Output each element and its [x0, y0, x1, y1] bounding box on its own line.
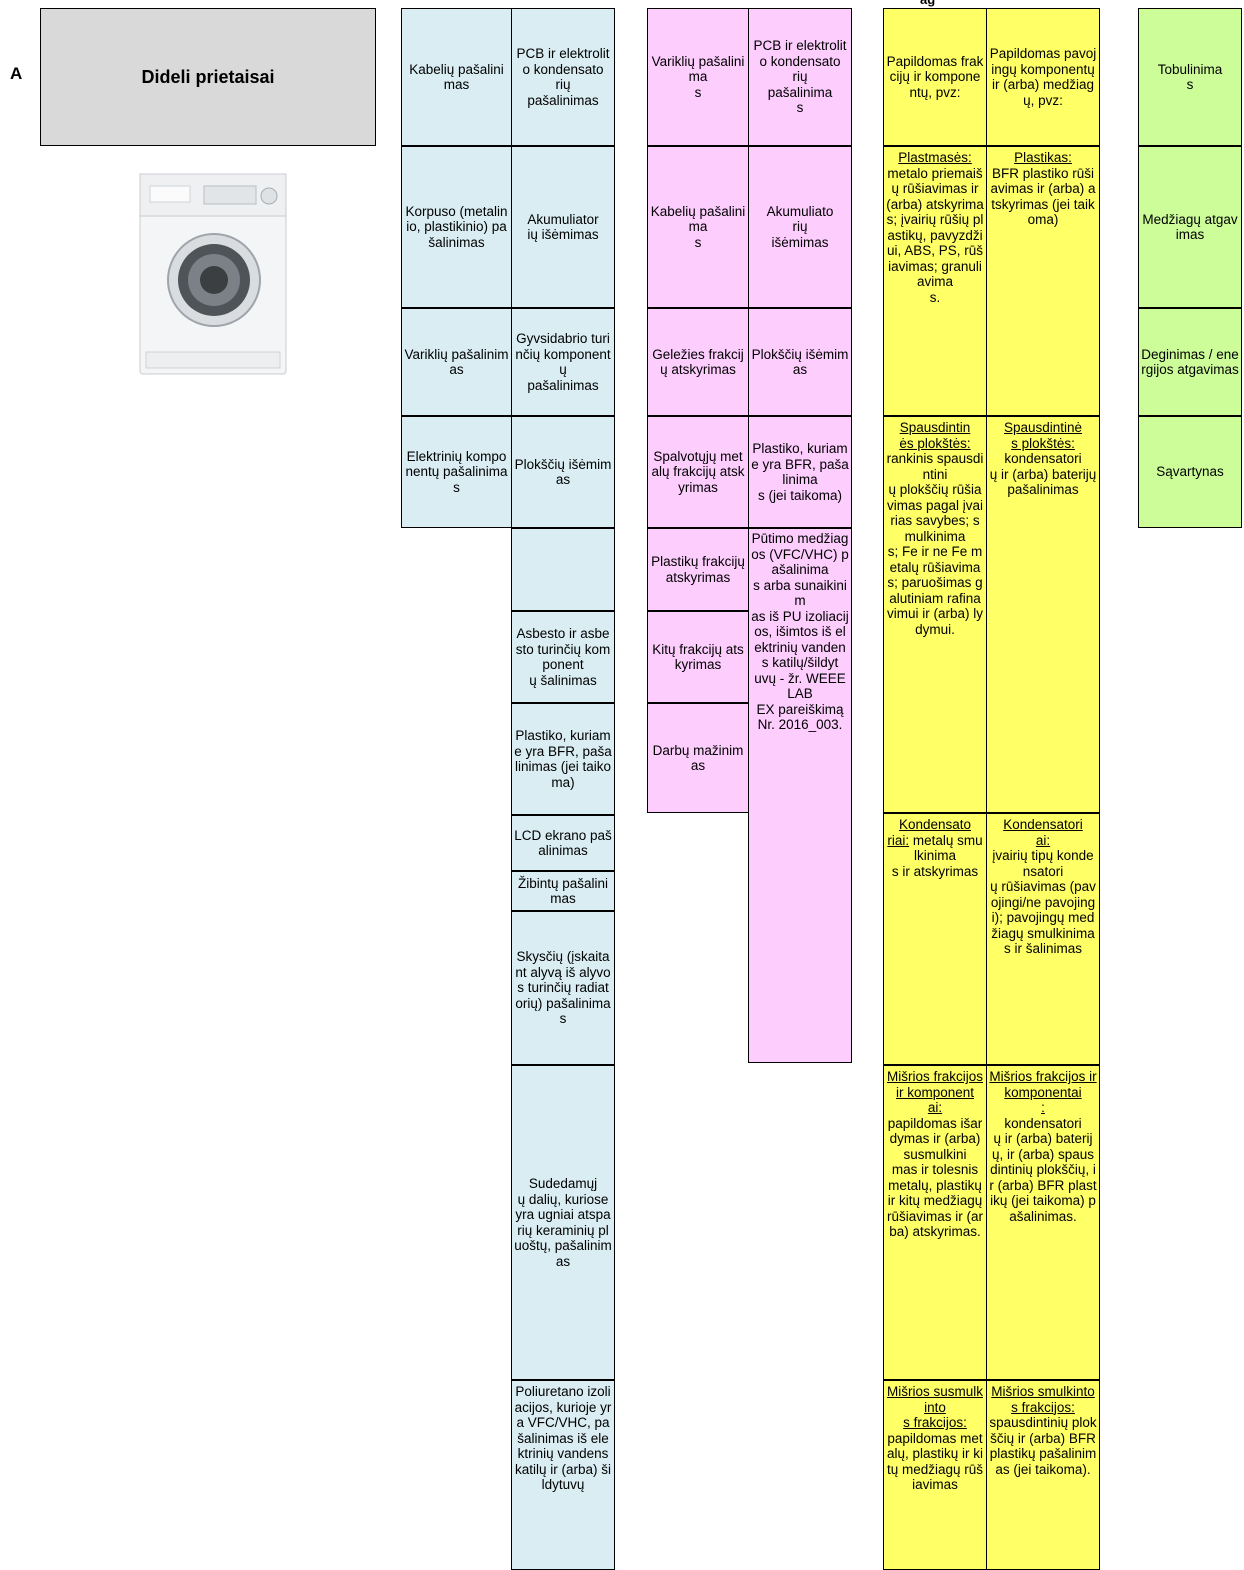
yellow-col1-cell-5: Mišrios frakcijos ir komponent ai: papil… — [883, 1065, 987, 1380]
blue-col1-cell-1: Kabelių pašalinimas — [401, 8, 512, 146]
pink-col2-cell-2: Akumuliato rių išėmimas — [748, 146, 852, 308]
washing-machine-icon — [138, 172, 288, 378]
blue-col2-cell-7: Plastiko, kuriame yra BFR, pašalinimas (… — [511, 703, 615, 815]
pink-col2-cell-4: Plastiko, kuriame yra BFR, pašalinima s … — [748, 416, 852, 528]
yellow-col2-cell-6: Mišrios smulkintos frakcijos: spausdinti… — [986, 1380, 1100, 1570]
header-title: Dideli prietaisai — [141, 66, 275, 87]
yellow-col2-cell-5: Mišrios frakcijos ir komponentai : konde… — [986, 1065, 1100, 1380]
blue-col2-cell-4: Plokščių išėmimas — [511, 416, 615, 528]
green-cell-savartynas: Sąvartynas — [1138, 416, 1242, 528]
header-box: Dideli prietaisai — [40, 8, 376, 146]
blue-col1-cell-3: Variklių pašalinimas — [401, 308, 512, 416]
yellow-col1-cell-1: Papildomas frakcijų ir komponentų, pvz: — [883, 8, 987, 146]
pink-col1-cell-2: Kabelių pašalinima s — [647, 146, 749, 308]
blue-col2-cell-10: Skysčių (įskaitant alyvą iš alyvos turin… — [511, 911, 615, 1065]
yellow-col2-cell-2: Plastikas: BFR plastiko rūšiavimas ir (a… — [986, 146, 1100, 416]
pink-col2-cell-1: PCB ir elektrolito kondensato rių pašali… — [748, 8, 852, 146]
blue-col2-cell-11: Sudedamųj ų dalių, kuriose yra ugniai at… — [511, 1065, 615, 1380]
blue-col2-cell-6: Asbesto ir asbesto turinčių komponent ų … — [511, 611, 615, 703]
blue-col2-cell-8: LCD ekrano pašalinimas — [511, 815, 615, 871]
top-fragment: ag — [920, 0, 935, 7]
blue-col1-cell-4: Elektrinių komponentų pašalinimas — [401, 416, 512, 528]
blue-col2-cell-9: Žibintų pašalinimas — [511, 871, 615, 911]
blue-col2-cell-12: Poliuretano izoliacijos, kurioje yra VFC… — [511, 1380, 615, 1570]
green-cell-deginimas: Deginimas / energijos atgavimas — [1138, 308, 1242, 416]
pink-col1-cell-3: Geležies frakcijų atskyrimas — [647, 308, 749, 416]
blue-col2-cell-3: Gyvsidabrio turinčių komponent ų pašalin… — [511, 308, 615, 416]
blue-col2-cell-5 — [511, 528, 615, 611]
yellow-col2-cell-4: Kondensatori ai: įvairių tipų kondensato… — [986, 813, 1100, 1065]
pink-col1-cell-7: Darbų mažinimas — [647, 703, 749, 813]
pink-col1-cell-5: Plastikų frakcijų atskyrimas — [647, 528, 749, 611]
yellow-col1-cell-4: Kondensato riai: metalų smulkinima s ir … — [883, 813, 987, 1065]
green-cell-tobulinimas: Tobulinima s — [1138, 8, 1242, 146]
yellow-col1-cell-2: Plastmasės: metalo priemaišų rūšiavimas … — [883, 146, 987, 416]
pink-col2-cell-5: Pūtimo medžiagos (VFC/VHC) pašalinima s … — [748, 528, 852, 1063]
yellow-col1-cell-6: Mišrios susmulkinto s frakcijos: papildo… — [883, 1380, 987, 1570]
pink-col1-cell-1: Variklių pašalinima s — [647, 8, 749, 146]
yellow-col2-cell-1: Papildomas pavojingų komponentų ir (arba… — [986, 8, 1100, 146]
blue-col1-cell-2: Korpuso (metalinio, plastikinio) pašalin… — [401, 146, 512, 308]
blue-col2-cell-2: Akumuliator ių išėmimas — [511, 146, 615, 308]
section-letter: A — [10, 64, 23, 83]
yellow-col1-cell-3: Spausdintin ės plokštės: rankinis spausd… — [883, 416, 987, 813]
pink-col1-cell-6: Kitų frakcijų atskyrimas — [647, 611, 749, 703]
green-cell-medziagu-atgavimas: Medžiagų atgavimas — [1138, 146, 1242, 308]
yellow-col2-cell-3: Spausdintinė s plokštės: kondensatori ų … — [986, 416, 1100, 813]
pink-col2-cell-3: Plokščių išėmimas — [748, 308, 852, 416]
blue-col2-cell-1: PCB ir elektrolito kondensato rių pašali… — [511, 8, 615, 146]
pink-col1-cell-4: Spalvotųjų metalų frakcijų atskyrimas — [647, 416, 749, 528]
